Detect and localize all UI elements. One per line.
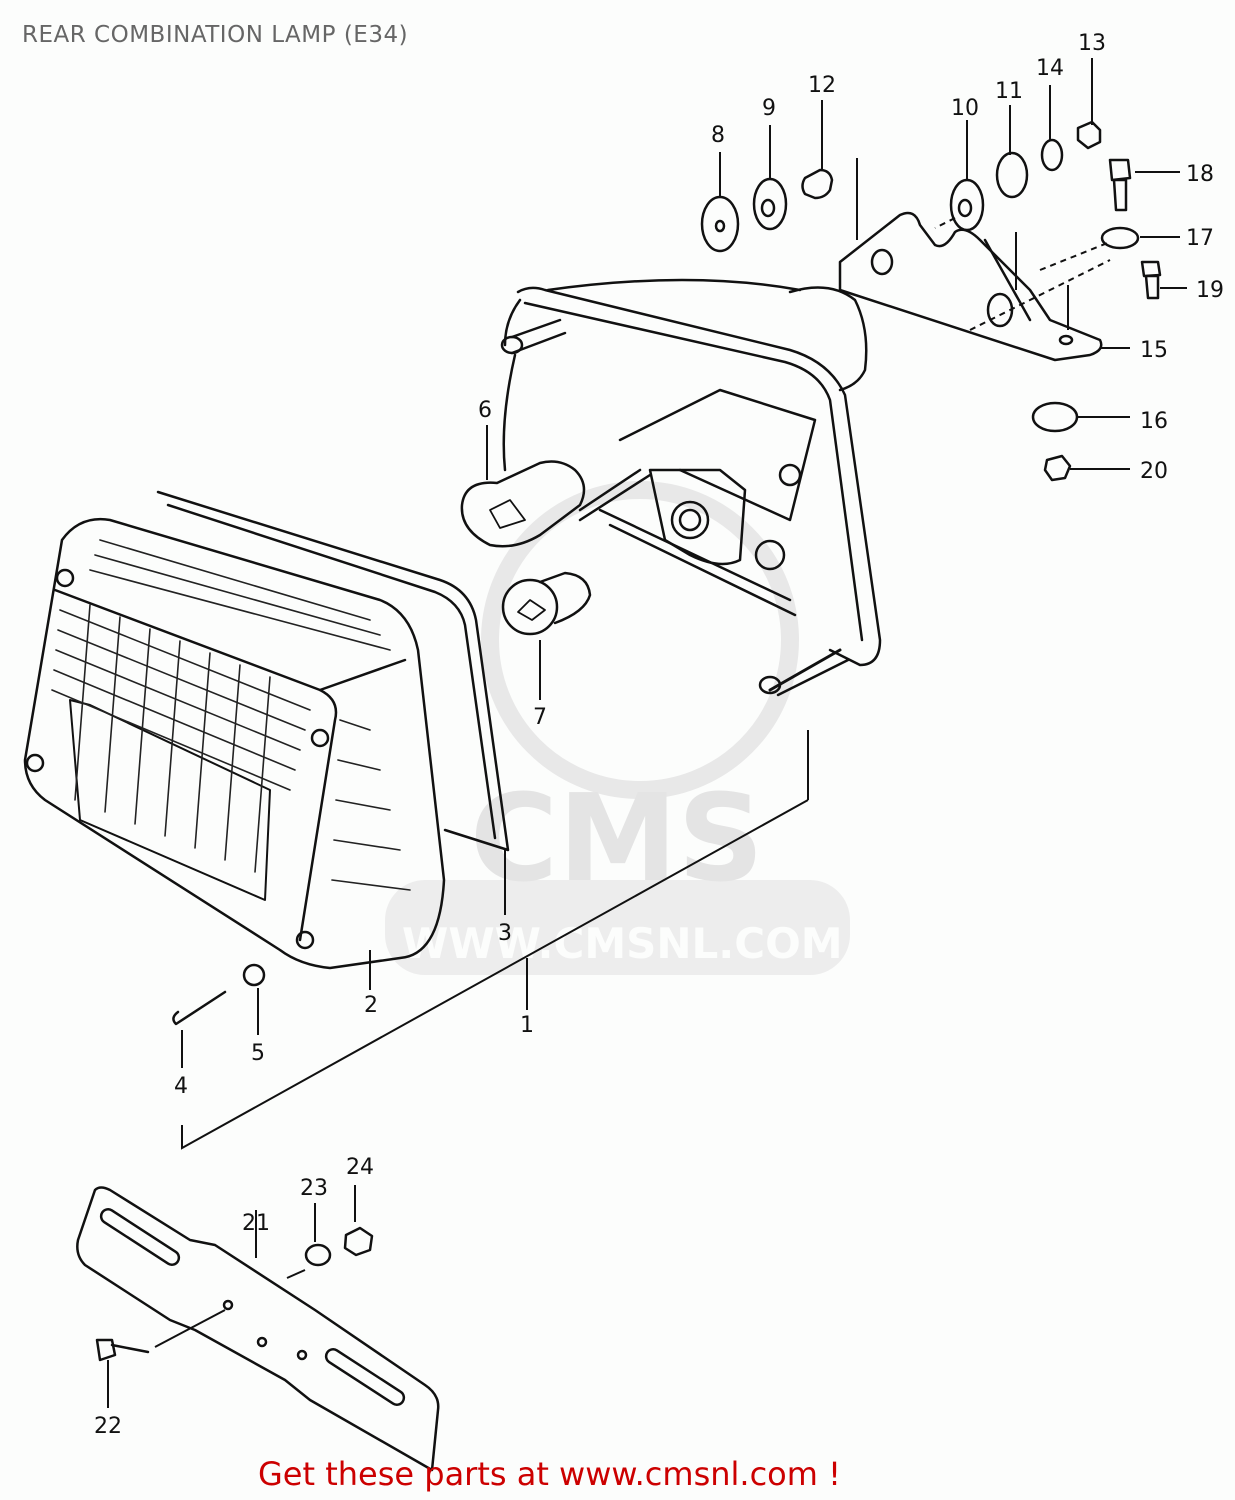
bulb-6-shape xyxy=(460,460,586,548)
callout-8: 8 xyxy=(711,123,725,148)
callout-12: 12 xyxy=(808,73,836,98)
callout-2: 2 xyxy=(364,993,378,1018)
washer-5-shape xyxy=(242,963,266,987)
callout-10: 10 xyxy=(951,96,979,121)
washer-8-shape xyxy=(700,195,740,253)
lens-2-shape xyxy=(23,517,446,970)
callout-24: 24 xyxy=(346,1155,374,1180)
washer-23-shape xyxy=(304,1243,332,1267)
callout-18: 18 xyxy=(1186,162,1214,187)
nut-20-shape xyxy=(1043,454,1072,482)
gasket-3-shape xyxy=(156,490,510,852)
callout-4: 4 xyxy=(174,1074,188,1099)
callout-21: 21 xyxy=(242,1211,270,1236)
spacer-12-shape xyxy=(801,168,834,200)
callout-22: 22 xyxy=(94,1414,122,1439)
callout-16: 16 xyxy=(1140,409,1168,434)
callout-9: 9 xyxy=(762,96,776,121)
callout-11: 11 xyxy=(995,79,1023,104)
callout-20: 20 xyxy=(1140,459,1168,484)
get-parts-link[interactable]: Get these parts at www.cmsnl.com ! xyxy=(258,1455,841,1493)
cushion-10-shape xyxy=(949,178,985,232)
callout-1: 1 xyxy=(520,1013,534,1038)
callout-15: 15 xyxy=(1140,338,1168,363)
bolt-19-shape xyxy=(1140,260,1162,300)
watermark-logo: CMS xyxy=(470,770,764,909)
leader-lines xyxy=(107,58,1187,1408)
callout-19: 19 xyxy=(1196,278,1224,303)
bracket-15-shape xyxy=(838,211,1103,362)
screw-4-shape xyxy=(172,990,227,1026)
nut-13-shape xyxy=(1076,120,1102,150)
clipnut-16-shape xyxy=(1031,401,1079,433)
callout-3: 3 xyxy=(498,921,512,946)
diagram-title: REAR COMBINATION LAMP (E34) xyxy=(22,22,409,48)
cms-watermark: CMS WWW.CMSNL.COM xyxy=(385,481,850,975)
lens-grid-pattern xyxy=(51,539,411,891)
callout-17: 17 xyxy=(1186,226,1214,251)
license-bracket-21-shape xyxy=(76,1186,440,1472)
lockwasher-14-shape xyxy=(1040,138,1064,172)
cushion-9-shape xyxy=(752,177,788,231)
watermark-url: WWW.CMSNL.COM xyxy=(402,919,843,968)
bulb-7-shape xyxy=(501,571,592,636)
callout-23: 23 xyxy=(300,1176,328,1201)
callout-labels: 1 2 3 4 5 6 7 8 9 10 11 12 13 14 15 16 1… xyxy=(94,31,1224,1439)
bolt-18-shape xyxy=(1108,158,1132,212)
callout-7: 7 xyxy=(533,705,547,730)
callout-13: 13 xyxy=(1078,31,1106,56)
callout-14: 14 xyxy=(1036,56,1064,81)
housing-shape xyxy=(500,278,882,697)
bolt-22-shape xyxy=(95,1338,150,1362)
washer-11-shape xyxy=(995,151,1029,199)
washer-17-shape xyxy=(1100,226,1140,250)
callout-6: 6 xyxy=(478,398,492,423)
hardware-top xyxy=(700,120,1162,482)
callout-5: 5 xyxy=(251,1041,265,1066)
nut-24-shape xyxy=(343,1226,374,1257)
